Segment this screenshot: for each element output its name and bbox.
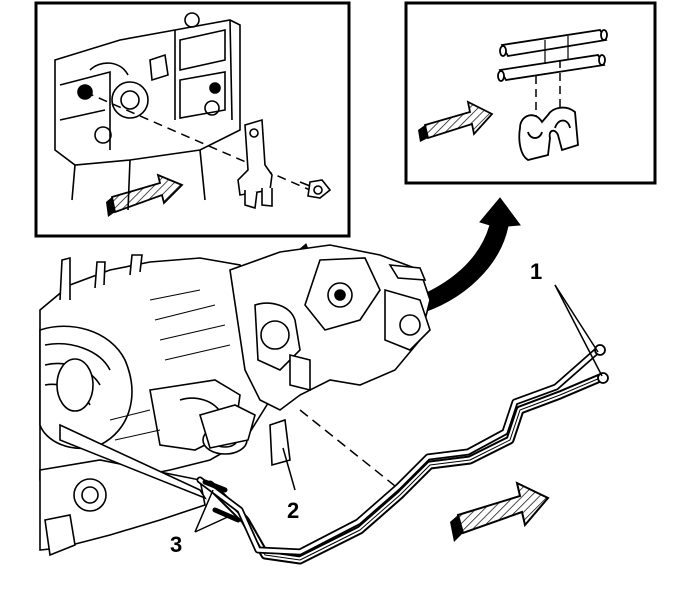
bolt <box>299 179 332 199</box>
callout-2: 2 <box>287 498 299 523</box>
inset-pipe-clip <box>404 1 657 185</box>
cooler-pipe <box>196 344 609 565</box>
engine-block-detail <box>54 12 241 211</box>
inset-bracket-bolt <box>34 1 351 238</box>
leader-lines <box>194 284 603 533</box>
direction-arrow-icon <box>106 173 184 217</box>
alignment-line <box>84 91 311 191</box>
bracket <box>237 118 273 210</box>
curved-arrow-icon <box>409 197 521 316</box>
direction-arrow-icon <box>450 481 550 542</box>
pipes <box>497 29 608 82</box>
callout-3: 3 <box>170 532 182 557</box>
callout-1: 1 <box>530 259 542 284</box>
clip <box>518 106 579 161</box>
engine-assembly <box>39 244 431 557</box>
direction-arrow-icon <box>418 100 494 142</box>
